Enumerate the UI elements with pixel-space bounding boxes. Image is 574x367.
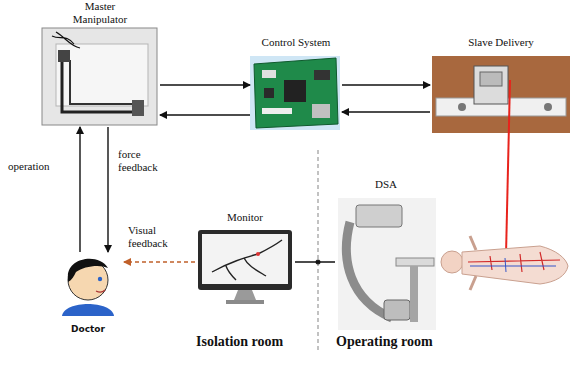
connector-arrow — [295, 261, 335, 262]
doctor-node: Doctor — [52, 252, 124, 334]
master-node: Master Manipulator — [40, 0, 160, 127]
master-photo — [42, 28, 157, 125]
connector-arrow — [342, 84, 430, 85]
dsa-machine — [338, 198, 436, 330]
slave-photo — [432, 56, 570, 133]
room-label: Isolation room — [196, 334, 283, 350]
connector-arrow — [79, 127, 80, 252]
room-label: Operating room — [336, 334, 433, 350]
node-label: Slave Delivery — [468, 36, 534, 49]
node-label: DSA — [375, 178, 397, 191]
dsa-node: DSA — [335, 178, 437, 333]
patient-figure — [441, 236, 568, 290]
node-label: Control System — [262, 36, 331, 49]
monitor-screen — [198, 230, 292, 304]
catheter-arrow — [500, 80, 512, 266]
control-board — [250, 56, 340, 130]
monitor-node: Monitor — [195, 211, 295, 307]
edge-label: force feedback — [118, 148, 173, 173]
connector-arrow — [107, 127, 108, 252]
connector-arrow — [160, 84, 250, 85]
room-divider — [317, 150, 318, 352]
edge-label: operation — [8, 160, 70, 173]
control-node: Control System — [250, 36, 342, 129]
connector-arrow — [124, 261, 195, 262]
edge-label: Visual feedback — [128, 224, 192, 249]
node-label: Doctor — [71, 324, 105, 334]
node-label: Master Manipulator — [60, 0, 140, 25]
doctor-figure — [62, 259, 114, 316]
node-label: Monitor — [227, 211, 263, 224]
connector-arrow — [160, 114, 250, 115]
slave-node: Slave Delivery — [430, 36, 572, 134]
connector-arrow — [342, 111, 430, 112]
